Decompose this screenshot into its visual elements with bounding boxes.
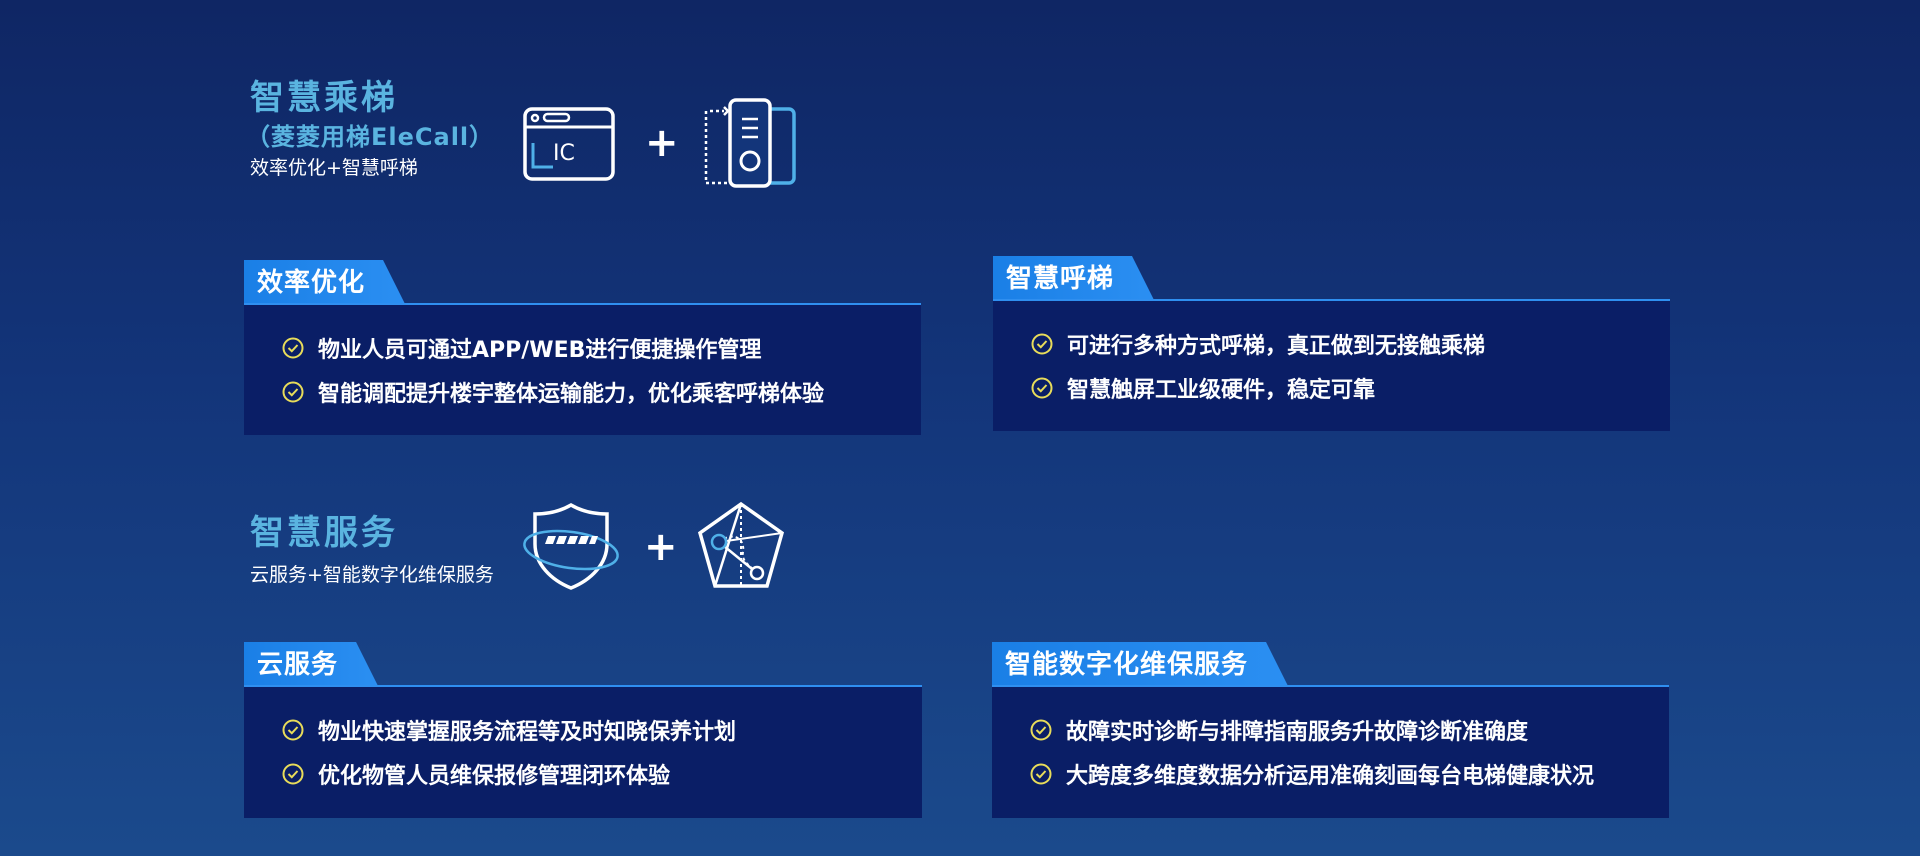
list-item-text: 故障实时诊断与排障指南服务升故障诊断准确度 bbox=[1066, 720, 1529, 745]
card-maintenance-title: 智能数字化维保服务 bbox=[992, 642, 1288, 686]
card-cloud: 云服务 物业快速掌握服务流程等及时知晓保养计划 优化物管人员维保报修管理闭环体验 bbox=[244, 642, 922, 818]
elevator-section-title: 智慧乘梯 bbox=[250, 78, 398, 118]
list-item-text: 可进行多种方式呼梯，真正做到无接触乘梯 bbox=[1067, 334, 1486, 359]
card-efficiency-body: 物业人员可通过APP/WEB进行便捷操作管理 智能调配提升楼宇整体运输能力，优化… bbox=[244, 305, 921, 435]
card-cloud-divider bbox=[244, 685, 922, 687]
check-circle-icon bbox=[282, 381, 304, 403]
list-item: 大跨度多维度数据分析运用准确刻画每台电梯健康状况 bbox=[1030, 752, 1669, 796]
check-circle-icon bbox=[1030, 719, 1052, 741]
elevator-section-subtitle: 效率优化+智慧呼梯 bbox=[250, 157, 418, 179]
intercom-panel-icon bbox=[700, 97, 798, 189]
network-pentagon-icon bbox=[695, 500, 787, 592]
elevator-section-paren: （菱菱用梯EleCall） bbox=[246, 123, 495, 151]
check-circle-icon bbox=[1031, 333, 1053, 355]
check-circle-icon bbox=[282, 719, 304, 741]
card-smart-call-body: 可进行多种方式呼梯，真正做到无接触乘梯 智慧触屏工业级硬件，稳定可靠 bbox=[993, 301, 1670, 431]
card-maintenance: 智能数字化维保服务 故障实时诊断与排障指南服务升故障诊断准确度 大跨度多维度数据… bbox=[992, 642, 1669, 818]
list-item: 智能调配提升楼宇整体运输能力，优化乘客呼梯体验 bbox=[282, 370, 921, 414]
ic-card-reader-icon: IC bbox=[523, 107, 615, 181]
list-item-text: 大跨度多维度数据分析运用准确刻画每台电梯健康状况 bbox=[1066, 764, 1595, 789]
card-cloud-body: 物业快速掌握服务流程等及时知晓保养计划 优化物管人员维保报修管理闭环体验 bbox=[244, 687, 922, 818]
list-item: 故障实时诊断与排障指南服务升故障诊断准确度 bbox=[1030, 708, 1669, 752]
ic-label: IC bbox=[553, 141, 575, 166]
service-plus-sign: + bbox=[644, 524, 678, 570]
list-item: 物业人员可通过APP/WEB进行便捷操作管理 bbox=[282, 326, 921, 370]
list-item: 优化物管人员维保报修管理闭环体验 bbox=[282, 752, 922, 796]
service-section-header: 智慧服务 云服务+智能数字化维保服务 bbox=[250, 513, 494, 587]
check-circle-icon bbox=[1030, 763, 1052, 785]
card-efficiency-title: 效率优化 bbox=[244, 260, 405, 304]
list-item-text: 智能调配提升楼宇整体运输能力，优化乘客呼梯体验 bbox=[318, 382, 825, 407]
list-item-text: 优化物管人员维保报修管理闭环体验 bbox=[318, 764, 671, 789]
list-item: 物业快速掌握服务流程等及时知晓保养计划 bbox=[282, 708, 922, 752]
list-item: 可进行多种方式呼梯，真正做到无接触乘梯 bbox=[1031, 322, 1670, 366]
list-item-text: 物业快速掌握服务流程等及时知晓保养计划 bbox=[318, 720, 737, 745]
card-cloud-title: 云服务 bbox=[244, 642, 378, 686]
service-section-title: 智慧服务 bbox=[250, 513, 398, 553]
list-item: 智慧触屏工业级硬件，稳定可靠 bbox=[1031, 366, 1670, 410]
card-efficiency-divider bbox=[244, 303, 921, 305]
card-smart-call-divider bbox=[993, 299, 1670, 301]
elevator-plus-sign: + bbox=[645, 120, 679, 166]
card-maintenance-body: 故障实时诊断与排障指南服务升故障诊断准确度 大跨度多维度数据分析运用准确刻画每台… bbox=[992, 687, 1669, 818]
card-smart-call: 智慧呼梯 可进行多种方式呼梯，真正做到无接触乘梯 智慧触屏工业级硬件，稳定可靠 bbox=[993, 256, 1670, 431]
elevator-section-header: 智慧乘梯 （菱菱用梯EleCall） 效率优化+智慧呼梯 bbox=[246, 78, 494, 180]
service-section-subtitle: 云服务+智能数字化维保服务 bbox=[250, 564, 494, 586]
list-item-text: 智慧触屏工业级硬件，稳定可靠 bbox=[1067, 378, 1376, 403]
card-smart-call-title: 智慧呼梯 bbox=[993, 256, 1154, 300]
check-circle-icon bbox=[282, 337, 304, 359]
check-circle-icon bbox=[1031, 377, 1053, 399]
list-item-text: 物业人员可通过APP/WEB进行便捷操作管理 bbox=[318, 338, 762, 363]
card-maintenance-divider bbox=[992, 685, 1669, 687]
check-circle-icon bbox=[282, 763, 304, 785]
card-efficiency: 效率优化 物业人员可通过APP/WEB进行便捷操作管理 智能调配提升楼宇整体运输… bbox=[244, 260, 921, 435]
security-shield-icon bbox=[521, 502, 621, 590]
